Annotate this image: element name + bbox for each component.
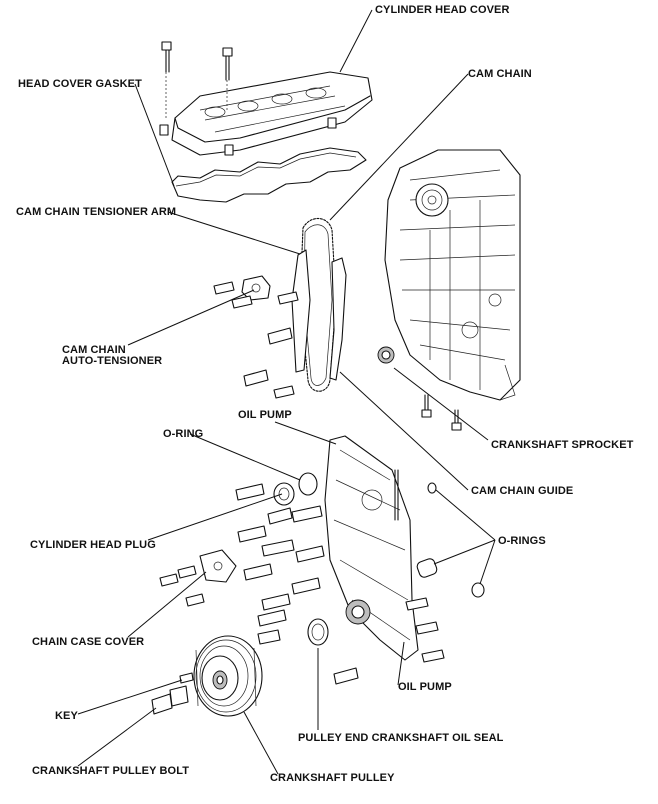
chain-case-cover	[324, 435, 419, 661]
label-crankshaft-pulley-bolt: CRANKSHAFT PULLEY BOLT	[32, 765, 190, 777]
cover-bolts	[159, 483, 445, 685]
label-crankshaft-pulley: CRANKSHAFT PULLEY	[270, 772, 395, 784]
crankshaft-pulley-bolt	[151, 685, 189, 715]
cylinder-head-cover	[159, 71, 373, 156]
label-oil-pump-bottom: OIL PUMP	[398, 681, 452, 693]
o-rings	[416, 482, 485, 598]
head-cover-bolts	[161, 41, 233, 120]
cam-chain-tensioner-arm	[291, 249, 311, 373]
head-cover-gasket	[171, 147, 367, 203]
cylinder-head-plug	[273, 482, 295, 506]
label-o-rings: O-RINGS	[498, 535, 546, 547]
key	[179, 672, 194, 684]
upper-bolts	[213, 281, 299, 399]
label-cam-chain-auto-tensioner-line2: AUTO-TENSIONER	[62, 355, 163, 367]
label-oil-pump-top: OIL PUMP	[238, 409, 292, 421]
engine-block	[377, 149, 521, 401]
label-crankshaft-sprocket: CRANKSHAFT SPROCKET	[491, 439, 634, 451]
label-head-cover-gasket: HEAD COVER GASKET	[18, 78, 142, 90]
crankshaft-pulley	[193, 635, 263, 717]
crankshaft-sprocket-bolts	[421, 394, 462, 431]
o-ring-top	[298, 472, 318, 496]
label-key: KEY	[55, 710, 78, 722]
label-o-ring: O-RING	[163, 428, 204, 440]
label-cam-chain-auto-tensioner-line1: CAM CHAIN	[62, 344, 126, 356]
label-chain-case-cover: CHAIN CASE COVER	[32, 636, 145, 648]
cam-chain-auto-tensioner	[241, 275, 271, 301]
label-cylinder-head-plug: CYLINDER HEAD PLUG	[30, 539, 156, 551]
label-cam-chain: CAM CHAIN	[468, 68, 532, 80]
label-cam-chain-guide: CAM CHAIN GUIDE	[471, 485, 574, 497]
cam-chain	[299, 217, 337, 392]
cam-chain-guide	[329, 257, 347, 381]
oil-pump-bracket	[199, 549, 237, 583]
label-cam-chain-tensioner-arm: CAM CHAIN TENSIONER ARM	[16, 206, 177, 218]
pulley-end-crankshaft-oil-seal	[307, 618, 329, 646]
label-cylinder-head-cover: CYLINDER HEAD COVER	[375, 4, 510, 16]
label-pulley-end-crankshaft-oil-seal: PULLEY END CRANKSHAFT OIL SEAL	[298, 732, 504, 744]
leader-lines	[77, 9, 496, 775]
